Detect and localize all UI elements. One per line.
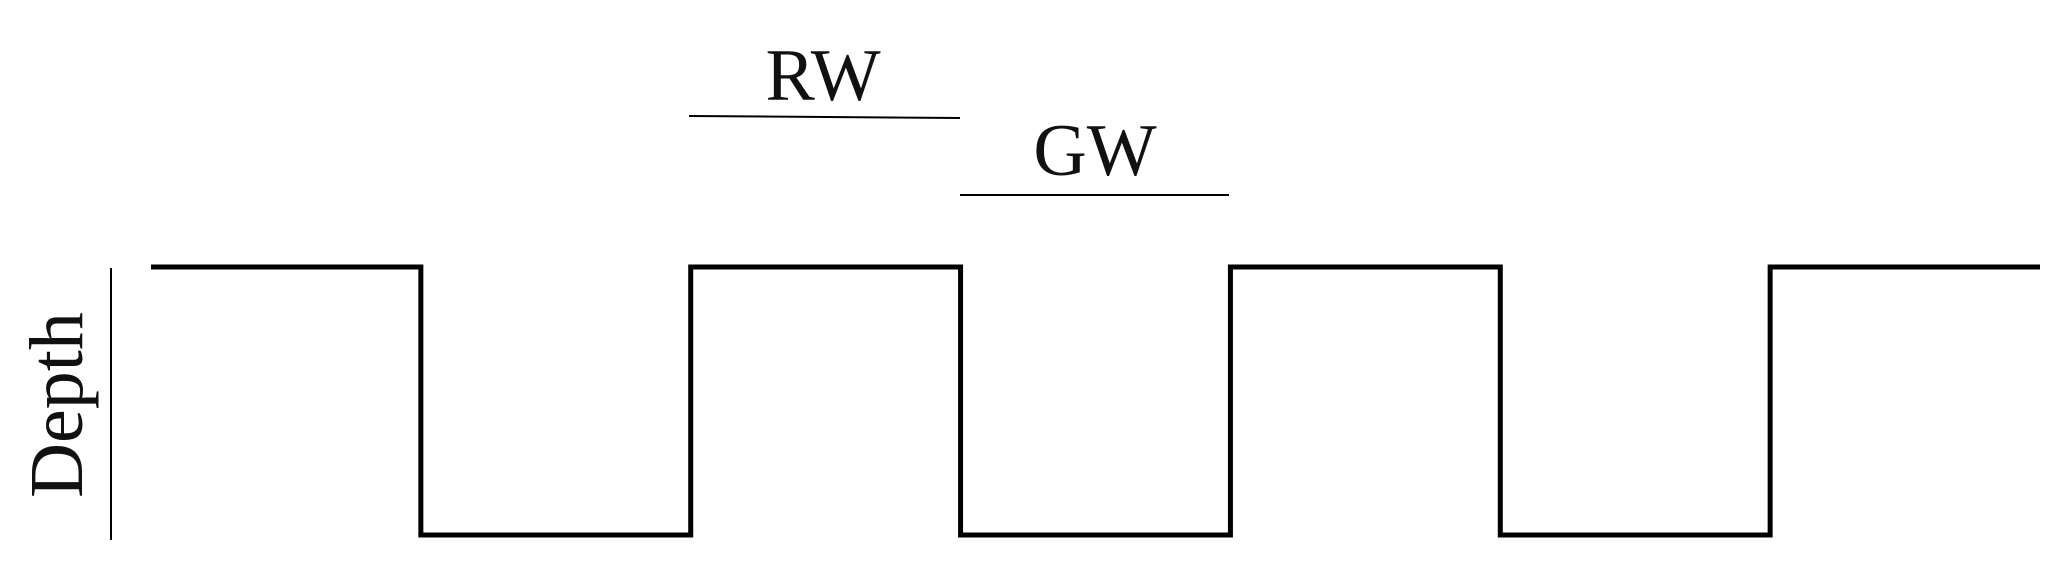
groove-width-label: GW [1033, 110, 1156, 192]
ridge-width-indicator-line [688, 115, 961, 119]
profile-path [151, 264, 2040, 538]
depth-axis-label: Depth [15, 312, 99, 498]
square-wave-profile [151, 264, 2040, 538]
ridge-width-label: RW [765, 35, 880, 117]
